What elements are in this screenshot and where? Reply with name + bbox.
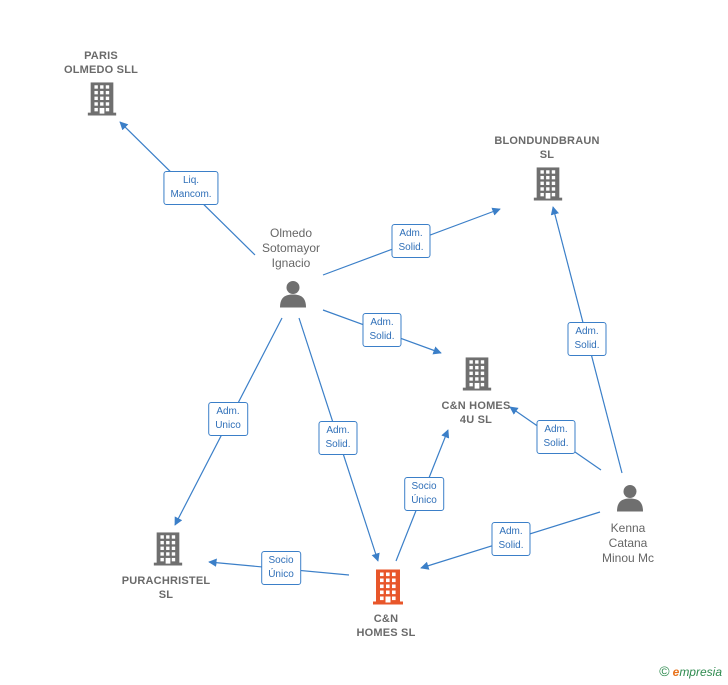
person-icon[interactable] — [279, 280, 307, 313]
brand-name: mpresia — [679, 665, 722, 679]
building-icon[interactable] — [533, 167, 563, 206]
edge-label-adm-solid: Adm. Solid. — [536, 420, 576, 454]
edge-label-socio-unico: Socio Único — [261, 551, 301, 585]
edge-label-adm-solid: Adm. Solid. — [318, 421, 358, 455]
building-icon[interactable] — [87, 82, 117, 121]
edge-label-adm-solid: Adm. Solid. — [567, 322, 607, 356]
building-focus-icon[interactable] — [372, 569, 404, 610]
node-label-paris-olmedo[interactable]: PARIS OLMEDO SLL — [63, 50, 139, 76]
brand-watermark: ©empresia — [659, 663, 722, 679]
building-icon[interactable] — [153, 532, 183, 571]
node-label-cn-homes-4u[interactable]: C&N HOMES 4U SL — [441, 400, 511, 426]
node-label-purachristel[interactable]: PURACHRISTEL SL — [121, 575, 211, 601]
edge-label-socio-unico: Socio Único — [404, 477, 444, 511]
copyright-icon: © — [659, 663, 670, 679]
node-label-cn-homes[interactable]: C&N HOMES SL — [356, 613, 416, 639]
node-label-olmedo-sotomayor[interactable]: Olmedo Sotomayor Ignacio — [261, 226, 321, 270]
edge-label-adm-solid: Adm. Solid. — [391, 224, 431, 258]
person-icon[interactable] — [616, 484, 644, 517]
edge-label-liq-mancom: Liq. Mancom. — [163, 171, 219, 205]
building-icon[interactable] — [462, 357, 492, 396]
node-label-blondundbraun[interactable]: BLONDUNDBRAUN SL — [494, 135, 600, 161]
edge-label-adm-solid: Adm. Solid. — [491, 522, 531, 556]
brand-initial: e — [672, 665, 680, 679]
node-label-kenna-catana[interactable]: Kenna Catana Minou Mc — [601, 521, 655, 565]
edge-label-adm-solid: Adm. Solid. — [362, 313, 402, 347]
edge-label-adm-unico: Adm. Unico — [208, 402, 248, 436]
